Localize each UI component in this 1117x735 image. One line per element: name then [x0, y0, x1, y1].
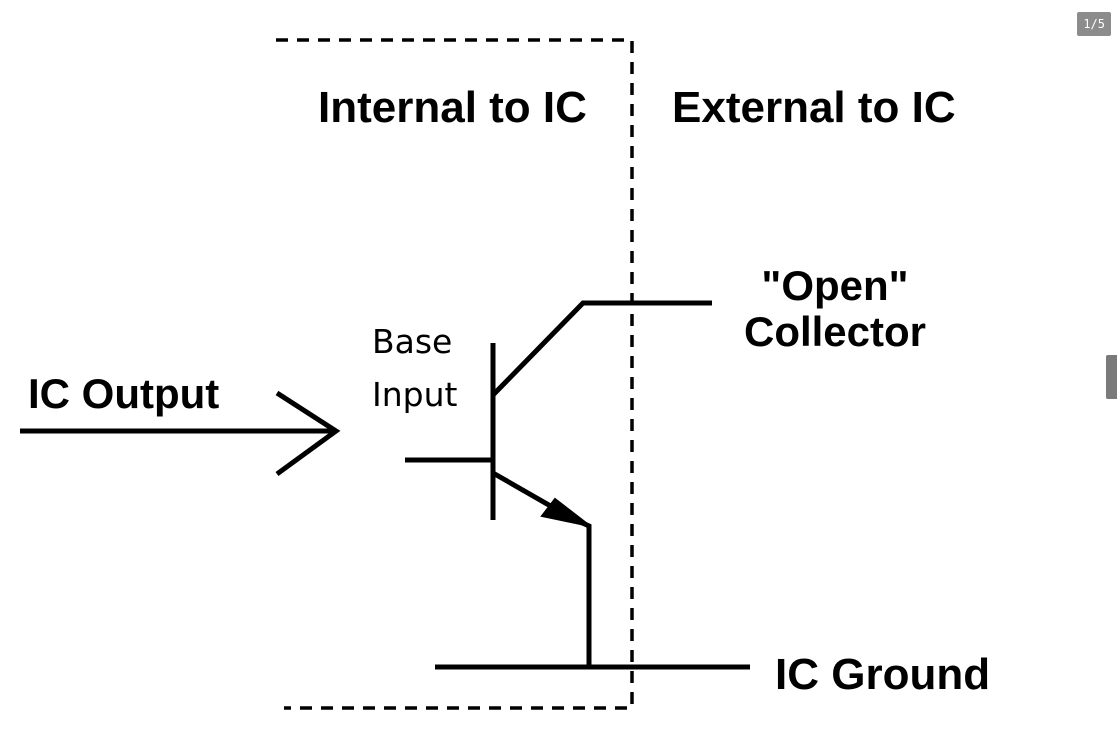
open-collector-diagram: Internal to IC External to IC IC Output …: [20, 38, 990, 710]
side-scroll-tab[interactable]: [1106, 355, 1117, 399]
open-collector-label-line2: Collector: [744, 308, 926, 355]
base-label-line1: Base: [372, 322, 452, 361]
open-collector-label-line1: "Open": [761, 262, 908, 309]
ic-ground-label: IC Ground: [775, 650, 990, 699]
emitter-to-ground-wire: [576, 518, 592, 667]
ic-output-arrow-head: [275, 390, 341, 477]
external-to-ic-label: External to IC: [672, 83, 956, 132]
base-label-line2: Input: [372, 375, 458, 414]
ic-output-label: IC Output: [28, 370, 219, 417]
internal-to-ic-label: Internal to IC: [318, 83, 587, 132]
collector-lead-wire: [491, 300, 712, 397]
page-counter-badge: 1/5: [1077, 12, 1111, 36]
emitter-arrow-icon: [540, 497, 591, 527]
ic-boundary: [276, 38, 634, 710]
